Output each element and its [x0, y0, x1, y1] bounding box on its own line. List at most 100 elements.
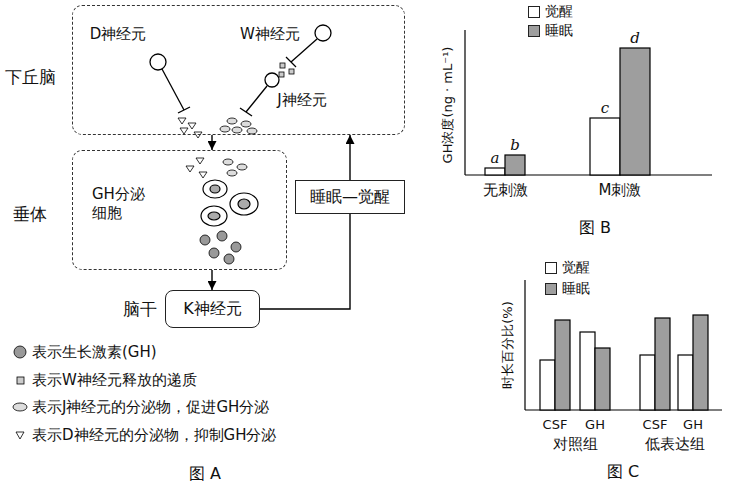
y-axis [524, 280, 525, 410]
bar [693, 315, 708, 410]
legend-text: 觉醒 [562, 259, 590, 277]
axon-terminal [286, 57, 296, 67]
neuron-name: J神经元 [277, 91, 326, 110]
bar [655, 318, 670, 410]
axon-terminal [240, 108, 252, 116]
inhibitor-triangle [180, 128, 188, 134]
figure-caption: 图 C [607, 462, 639, 483]
bar [485, 168, 505, 175]
axis-title: 时长百分比(%) [499, 301, 517, 389]
neuron-soma [150, 54, 166, 70]
bar [640, 355, 655, 410]
inhibitor-triangle [16, 432, 24, 439]
secretion-ellipse [13, 403, 27, 411]
cell-name: GH分泌 细胞 [92, 185, 152, 223]
bar [540, 360, 555, 410]
legend-text: 表示D神经元的分泌物，抑制GH分泌 [32, 426, 276, 445]
connector-arrow [260, 214, 350, 309]
transmitter-square [280, 63, 285, 68]
secretion-ellipse [227, 118, 237, 124]
transmitter-square [279, 72, 284, 77]
figure-caption: 图 B [579, 218, 611, 239]
bar-letter: c [601, 99, 609, 117]
tick-label: CSF [543, 417, 568, 432]
gh-cell [230, 193, 258, 215]
neuron-box: K神经元 [165, 290, 260, 328]
gh-granule [209, 248, 219, 258]
secretion-ellipse [223, 159, 233, 165]
axon-terminal [178, 107, 190, 113]
secretion-ellipse [241, 121, 251, 127]
inhibitor-triangle [196, 158, 204, 164]
gh-cell [203, 180, 227, 198]
bar [595, 348, 610, 410]
category-label: M刺激 [599, 181, 642, 200]
neuron-name: D神经元 [90, 25, 147, 44]
neuron-soma [265, 73, 279, 87]
inhibitor-triangle [194, 132, 202, 138]
bar [678, 355, 693, 410]
inhibitor-triangle [178, 118, 186, 124]
inhibitor-triangle [188, 123, 196, 129]
bar [555, 320, 570, 410]
bar [505, 155, 525, 175]
secretion-ellipse [220, 126, 230, 132]
tick-label: GH [585, 417, 605, 432]
transmitter-square [17, 377, 24, 384]
connector-arrow [349, 135, 350, 180]
legend-text: 睡眠 [545, 22, 573, 40]
gh-cell [201, 206, 227, 226]
state-box: 睡眠—觉醒 [295, 180, 405, 214]
gh-granule [224, 254, 234, 264]
legend-text: 表示W神经元释放的递质 [32, 371, 197, 390]
legend-text: 睡眠 [562, 280, 590, 298]
legend-swatch [545, 283, 557, 295]
node-label: 睡眠—觉醒 [310, 187, 390, 208]
secretion-ellipse [227, 170, 237, 176]
connector-arrow [211, 135, 212, 150]
transmitter-square [289, 69, 294, 74]
axon [162, 69, 184, 110]
y-axis [464, 30, 465, 175]
axis-title: GH浓度(ng · mL⁻¹) [439, 47, 457, 164]
group-label: 对照组 [553, 435, 598, 454]
gh-granule [200, 235, 210, 245]
bar [590, 118, 620, 175]
group-label: 低表达组 [645, 435, 705, 454]
axon [246, 86, 267, 112]
bar [620, 48, 650, 175]
bar-letter: b [510, 136, 520, 154]
cell-nucleus [238, 199, 250, 209]
neuron-name: W神经元 [240, 25, 300, 44]
gh-granule [217, 231, 227, 241]
category-label: 无刺激 [483, 181, 528, 200]
legend-swatch [545, 262, 557, 274]
gh-granule [231, 242, 241, 252]
secretion-ellipse [232, 127, 242, 133]
bar-letter: a [491, 149, 500, 167]
cell-nucleus [208, 212, 220, 220]
inhibitor-triangle [199, 172, 207, 178]
tick-label: CSF [643, 417, 668, 432]
legend-text: 觉醒 [545, 3, 573, 21]
neuron-soma [315, 25, 331, 41]
cell-nucleus [210, 185, 220, 193]
bar [580, 332, 595, 410]
secretion-ellipse [247, 128, 257, 134]
bar-letter: d [630, 29, 640, 47]
node-label: K神经元 [183, 299, 242, 320]
legend-swatch [528, 6, 540, 18]
legend-swatch [528, 25, 540, 37]
connector-arrow [211, 270, 212, 290]
gh-granule [14, 346, 26, 358]
legend-text: 表示J神经元的分泌物，促进GH分泌 [32, 398, 269, 417]
region-heading: 垂体 [13, 203, 47, 226]
region-heading: 下丘脑 [5, 66, 56, 89]
region-name: 脑干 [123, 298, 157, 321]
legend-text: 表示生长激素(GH) [32, 343, 157, 362]
tick-label: GH [683, 417, 703, 432]
figure-caption: 图 A [189, 464, 221, 485]
inhibitor-triangle [186, 166, 194, 172]
